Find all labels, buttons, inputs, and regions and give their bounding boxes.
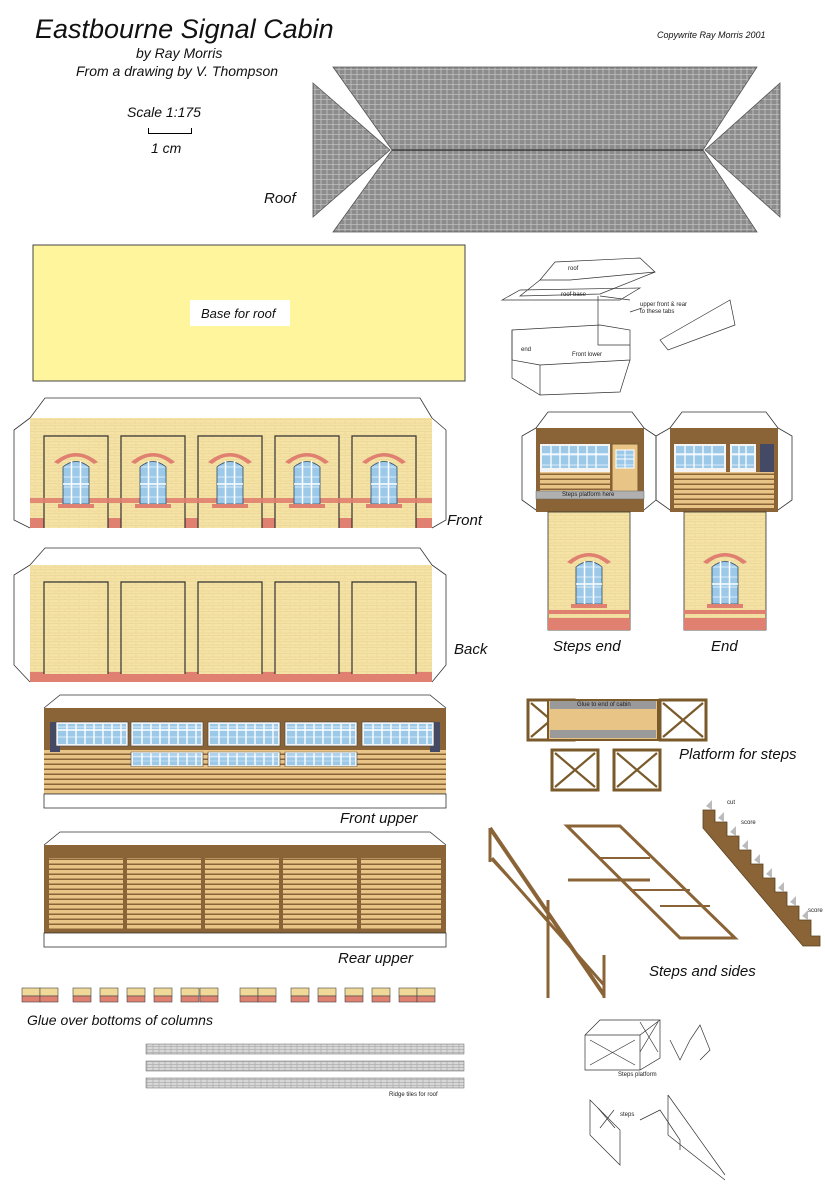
author-credit: by Ray Morris	[136, 45, 223, 61]
page-title: Eastbourne Signal Cabin	[35, 14, 334, 44]
scale-bar	[148, 128, 192, 134]
label-steps-and-sides: Steps and sides	[649, 963, 756, 980]
label-steps-end: Steps end	[553, 638, 621, 655]
label-platform-for-steps: Platform for steps	[679, 746, 797, 763]
label-front: Front	[447, 512, 483, 529]
source-credit: From a drawing by V. Thompson	[76, 63, 279, 79]
end-piece	[655, 411, 793, 631]
note-roof-base: roof base	[561, 292, 587, 298]
label-rear-upper: Rear upper	[338, 950, 414, 967]
note-end: end	[521, 347, 532, 353]
steps-sides-piece	[488, 800, 821, 998]
note-steps-platform: Steps platform	[618, 1072, 657, 1078]
scale-label: Scale 1:175	[127, 104, 201, 120]
label-base-for-roof: Base for roof	[201, 306, 276, 321]
front-upper-piece	[43, 694, 447, 809]
label-front-upper: Front upper	[340, 810, 418, 827]
front-wall-piece	[13, 397, 447, 529]
steps-end-piece	[521, 411, 657, 631]
label-back: Back	[454, 641, 488, 658]
assembly-diagram	[500, 257, 736, 396]
note-score-2: score	[808, 908, 823, 914]
ridge-tiles	[145, 1043, 465, 1089]
note-front-lower: Front lower	[572, 352, 603, 358]
roof-base-label-bg	[190, 300, 290, 326]
platform-piece	[526, 698, 708, 792]
label-end: End	[711, 638, 738, 655]
note-cut: cut	[727, 800, 736, 806]
label-roof: Roof	[264, 190, 296, 207]
note-upper-tabs: upper front & rear to these tabs	[640, 302, 688, 315]
note-score: score	[741, 820, 756, 826]
note-roof: roof	[568, 266, 579, 272]
scale-unit: 1 cm	[151, 140, 182, 156]
note-glue-end-cabin: Glue to end of cabin	[577, 702, 631, 708]
assembly-diagram-lower	[584, 1019, 726, 1181]
roof-piece	[312, 66, 781, 233]
column-caps	[21, 987, 436, 1003]
copyright-text: Copywrite Ray Morris 2001	[657, 30, 766, 40]
note-steps: steps	[620, 1112, 635, 1118]
note-ridge-tiles: Ridge tiles for roof	[389, 1092, 438, 1098]
back-wall-piece	[13, 547, 447, 683]
label-glue-columns: Glue over bottoms of columns	[27, 1012, 213, 1028]
rear-upper-piece	[43, 831, 447, 948]
note-steps-platform-here: Steps platform here	[562, 492, 615, 498]
